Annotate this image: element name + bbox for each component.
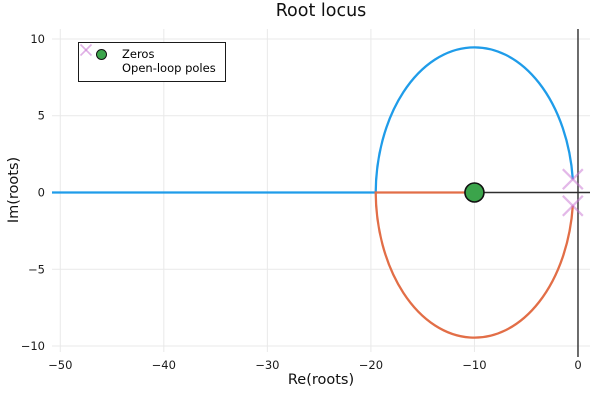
y-tick-label: 10 — [30, 32, 45, 46]
x-tick-label: 0 — [574, 358, 581, 372]
open-loop-pole-marker — [562, 168, 584, 190]
chart-title: Root locus — [275, 1, 367, 21]
zero-marker — [464, 182, 485, 203]
x-tick-label: −30 — [255, 358, 279, 372]
legend-item-zeros: Zeros — [94, 47, 225, 62]
locus-branch-2 — [374, 191, 574, 339]
y-tick-label: 5 — [38, 109, 45, 123]
legend-label-zeros: Zeros — [122, 46, 155, 61]
x-axis-label: Re(roots) — [287, 372, 355, 388]
legend-label-open-loop-poles: Open-loop poles — [122, 61, 216, 76]
locus-branch-1 — [52, 46, 574, 194]
legend: Zeros Open-loop poles — [78, 42, 226, 82]
legend-item-open-loop-poles: Open-loop poles — [79, 43, 225, 77]
x-tick-label: −20 — [359, 358, 383, 372]
y-tick-label: 0 — [38, 185, 45, 199]
x-tick-label: −10 — [462, 358, 486, 372]
y-axis-label: Im(roots) — [6, 156, 22, 224]
x-tick-label: −50 — [48, 358, 72, 372]
open-loop-pole-marker — [562, 195, 584, 217]
x-tick-label: −40 — [152, 358, 176, 372]
y-tick-label: −5 — [28, 262, 45, 276]
y-tick-label: −10 — [21, 339, 45, 353]
poles-x-marker-icon — [79, 43, 93, 57]
zeros-circle-marker-icon — [95, 48, 107, 60]
